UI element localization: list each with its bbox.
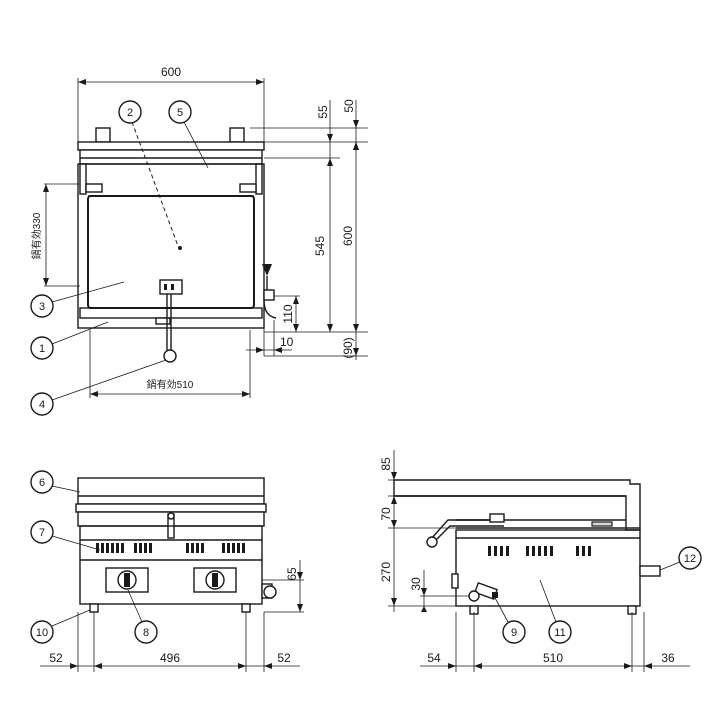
dim-bottom-90: (90) xyxy=(341,337,355,358)
svg-text:6: 6 xyxy=(39,477,45,489)
front-vents xyxy=(96,543,245,553)
dim-side-right-36: 36 xyxy=(661,651,675,665)
callout-6: 6 xyxy=(30,470,81,494)
dim-width-overall: 600 xyxy=(161,65,181,79)
top-view: 600 xyxy=(30,65,368,416)
svg-text:1: 1 xyxy=(39,343,45,355)
dim-side-middle-510: 510 xyxy=(543,651,563,665)
dim-top-50: 50 xyxy=(342,99,356,113)
dim-drain-110: 110 xyxy=(281,304,295,323)
svg-text:7: 7 xyxy=(39,527,45,539)
svg-text:10: 10 xyxy=(36,627,48,639)
gas-valve xyxy=(468,581,499,602)
side-view: 85 70 270 30 54 510 36 12 9 xyxy=(379,450,702,672)
dim-side-70: 70 xyxy=(379,507,393,521)
dim-side-270: 270 xyxy=(379,562,393,582)
callout-1: 1 xyxy=(30,321,109,360)
svg-text:11: 11 xyxy=(554,627,565,639)
callout-7: 7 xyxy=(30,520,101,551)
dim-top-55: 55 xyxy=(316,105,330,119)
callout-10: 10 xyxy=(30,609,91,644)
side-vents xyxy=(488,546,591,556)
dim-overall-600: 600 xyxy=(341,226,355,246)
dim-side-85: 85 xyxy=(379,457,393,471)
callout-3: 3 xyxy=(30,281,125,318)
callout-8: 8 xyxy=(127,589,158,644)
dim-front-left-52: 52 xyxy=(49,651,63,665)
svg-text:4: 4 xyxy=(39,399,45,411)
dim-pan-545: 545 xyxy=(313,236,327,256)
svg-text:5: 5 xyxy=(177,107,183,119)
dim-front-middle-496: 496 xyxy=(160,651,180,665)
dim-pan-depth: 鍋有効330 xyxy=(30,212,43,259)
callout-5: 5 xyxy=(168,100,209,169)
callout-4: 4 xyxy=(30,359,167,416)
svg-text:12: 12 xyxy=(684,553,696,565)
svg-text:9: 9 xyxy=(511,627,517,639)
dim-side-30: 30 xyxy=(409,577,423,591)
callout-11: 11 xyxy=(539,579,572,644)
svg-text:3: 3 xyxy=(39,301,45,313)
dim-pan-width: 鍋有効510 xyxy=(147,378,194,391)
callout-9: 9 xyxy=(493,595,526,644)
dim-front-right-52: 52 xyxy=(277,651,291,665)
dim-drain-10: 10 xyxy=(280,335,294,349)
callout-12: 12 xyxy=(659,546,702,571)
dim-knob-65: 65 xyxy=(285,567,299,581)
dim-side-left-54: 54 xyxy=(427,651,441,665)
front-view: 65 52 496 52 6 7 10 8 xyxy=(30,470,304,672)
svg-text:8: 8 xyxy=(143,627,149,639)
svg-text:2: 2 xyxy=(127,107,133,119)
callout-2: 2 xyxy=(118,100,142,124)
